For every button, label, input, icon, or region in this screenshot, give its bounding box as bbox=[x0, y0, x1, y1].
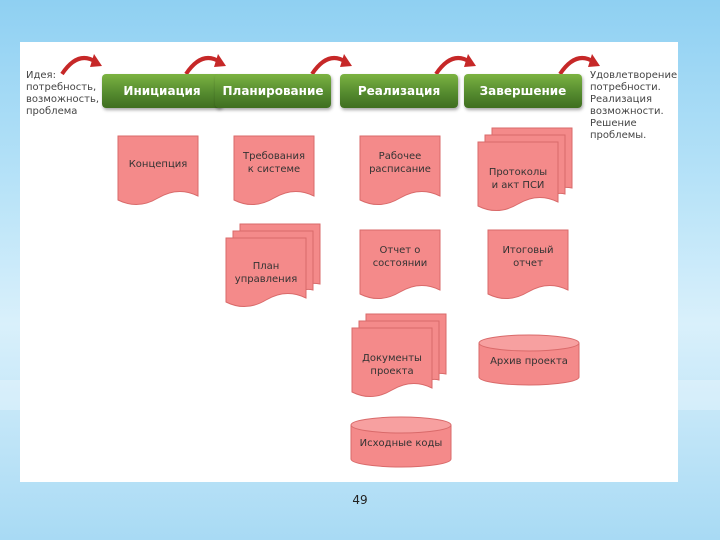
idea-note: Идея: потребность, возможность, проблема bbox=[26, 70, 100, 117]
artifact-project-docs: Документы проекта bbox=[351, 313, 447, 400]
artifact-protocols: Протоколы и акт ПСИ bbox=[477, 127, 573, 214]
artifact-status-report: Отчет о состоянии bbox=[359, 229, 441, 302]
artifact-concept: Концепция bbox=[117, 135, 199, 208]
phase-implementation: Реализация bbox=[340, 74, 458, 108]
flow-arrow-icon bbox=[310, 54, 352, 76]
artifact-management-plan: План управления bbox=[225, 223, 321, 310]
artifact-requirements: Требования к системе bbox=[233, 135, 315, 208]
artifact-source-codes: Исходные коды bbox=[350, 416, 452, 468]
artifact-schedule: Рабочее расписание bbox=[359, 135, 441, 208]
artifact-final-report: Итоговый отчет bbox=[487, 229, 569, 302]
phase-planning: Планирование bbox=[215, 74, 331, 108]
phase-initiation: Инициация bbox=[102, 74, 222, 108]
flow-arrow-icon bbox=[434, 54, 476, 76]
flow-arrow-icon bbox=[558, 54, 600, 76]
page-number: 49 bbox=[352, 493, 368, 507]
flow-arrow-icon bbox=[184, 54, 226, 76]
flow-arrow-icon bbox=[60, 54, 102, 76]
slide: Идея: потребность, возможность, проблема… bbox=[20, 42, 678, 482]
result-note: Удовлетворение потребности. Реализация в… bbox=[590, 70, 678, 141]
phase-completion: Завершение bbox=[464, 74, 582, 108]
artifact-archive: Архив проекта bbox=[478, 334, 580, 386]
